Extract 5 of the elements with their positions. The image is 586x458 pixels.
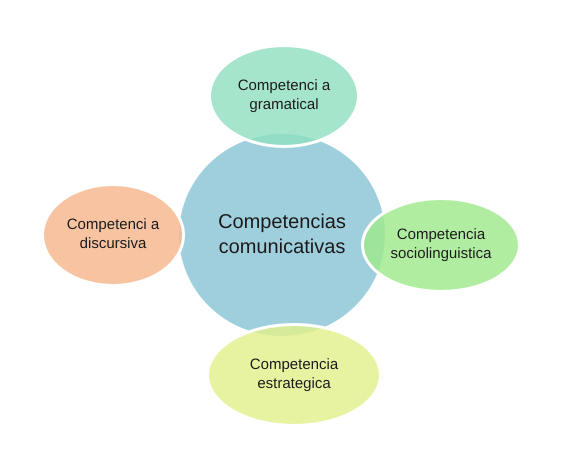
node-label: Competenci a discursiva	[66, 216, 160, 254]
central-label: Competencias comunicativas	[217, 210, 347, 260]
node-label: Competenci a gramatical	[236, 77, 332, 115]
node-label: Competencia sociolinguistica	[390, 226, 492, 264]
node-label: Competencia estrategica	[248, 356, 340, 394]
